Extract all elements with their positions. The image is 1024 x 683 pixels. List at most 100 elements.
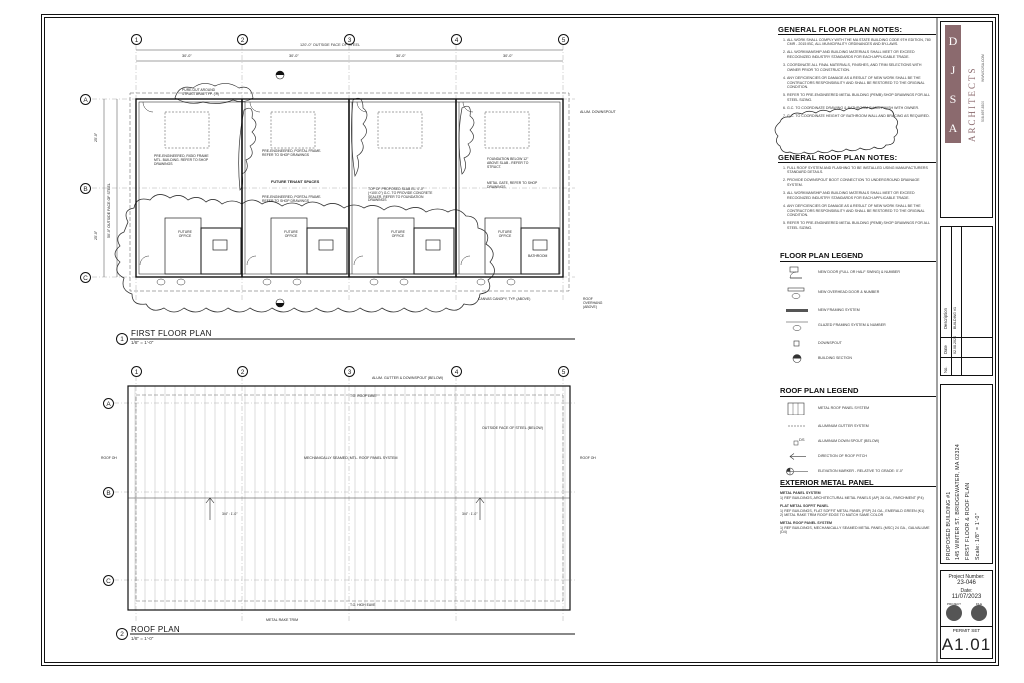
roof-pitch-arrows: [205, 497, 485, 520]
glazed-system-icon: [786, 321, 808, 331]
label-office-1: FUTURE OFFICE: [178, 230, 192, 238]
grid-bubble-col-2: 2: [237, 34, 248, 45]
project-number: 23-046: [957, 580, 976, 586]
door-tag-icon: [789, 266, 802, 279]
label-office-4: FUTURE OFFICE: [498, 230, 512, 238]
rev-col-date: [951, 227, 962, 375]
tree-cloud-bottom: [114, 194, 495, 313]
bay-dim-1: 30'-0": [182, 54, 192, 58]
roof-elev-oh-left: ROOF OH: [101, 456, 117, 460]
plan-number-1: 1: [116, 333, 128, 345]
file-stamp-icon: [971, 605, 987, 621]
roof-grid-bubble-col-3: 3: [344, 366, 355, 377]
metal-panel-section-2-item-1: 1) REF BUILDINGS, FLAT SOFFIT METAL PANE…: [780, 508, 925, 513]
note-slab: TOP OF PROPOSED SLAB EL. 0'-0" (+100'-0"…: [368, 187, 433, 203]
floor-note-6: G.C. TO COORDINATE DRAWING & BATHROOM SH…: [787, 106, 936, 111]
legend-row-glazed: GLAZED FRAMING SYSTEM & NUMBER: [780, 319, 936, 337]
tree-cloud-top: [174, 83, 254, 104]
roof-grid-bubble-row-c: C: [103, 575, 114, 586]
legend-label-downspout-below: ALUMINUM DOWN SPOUT (BELOW): [818, 439, 880, 443]
tree-cloud-right: [458, 105, 475, 175]
tree-cloud-mid: [351, 97, 368, 178]
label-future-tenant: FUTURE TENANT SPACES: [271, 180, 320, 184]
metal-panel-section-1-item-1: 1) REF BUILDINGS, ARCHITECTURAL METAL PA…: [780, 495, 924, 500]
roof-legend-title: ROOF PLAN LEGEND: [780, 386, 936, 397]
svg-text:DS: DS: [799, 437, 805, 442]
firm-block: D J S A ARCHITECTS WWW.DJSA.COM 508-697-…: [940, 21, 993, 218]
logo-letter-a: A: [948, 121, 958, 135]
sheet-info-divider: [941, 626, 992, 627]
note-metal-gate: METAL GATE, REFER TO SHOP DRAWINGS: [487, 181, 538, 189]
roof-note-rake: METAL RAKE TRIM: [266, 618, 299, 622]
roof-slope-left: 3/4" : 1'-0": [222, 512, 238, 516]
metal-panel-section-2-item-2: 2) METAL RAKE TRIM ROOF EDGE TO MATCH SA…: [780, 513, 884, 518]
metal-panel-section-1-title: METAL PANEL SYSTEM: [780, 491, 821, 496]
legend-label-roof-panel: METAL ROOF PANEL SYSTEM: [818, 406, 870, 410]
floor-building-walls: [135, 98, 564, 278]
floor-note-4: ANY DEFICIENCIES OR DAMAGE AS A RESULT O…: [787, 76, 936, 90]
general-floor-notes-title: GENERAL FLOOR PLAN NOTES:: [778, 26, 936, 35]
grid-bubble-col-1: 1: [131, 34, 142, 45]
note-canopy: CANVAS CANOPY, TYP. (ABOVE): [478, 297, 531, 301]
legend-label-pitch: DIRECTION OF ROOF PITCH: [818, 454, 867, 458]
roof-plan-legend: ROOF PLAN LEGEND METAL ROOF PANEL SYSTEM…: [780, 386, 936, 483]
grid-bubble-col-5: 5: [558, 34, 569, 45]
overhead-door-icon: [787, 287, 805, 299]
grid-bubble-row-b: B: [80, 183, 91, 194]
grid-bubble-row-a: A: [80, 94, 91, 105]
note-portal-frame-1: PRE-ENGINEERED, PORTAL FRAME. REFER TO S…: [262, 149, 322, 157]
general-roof-notes: GENERAL ROOF PLAN NOTES: FULL ROOF SYSTE…: [778, 154, 936, 234]
roof-panel-icon: [787, 402, 805, 415]
grid-bubble-col-3: 3: [344, 34, 355, 45]
note-foundation: FOUNDATION BELOW 12" ABOVE SLAB - REFER …: [487, 157, 529, 169]
note-rigid-frame: PRE-ENGINEERED, RIGID FRAME MTL. BUILDIN…: [154, 154, 209, 166]
roof-grid-bubble-col-1: 1: [131, 366, 142, 377]
revision-cloud: [774, 106, 898, 155]
date-label: Date:: [960, 588, 973, 594]
project-number-label: Project Number:: [948, 574, 985, 580]
rev-divider-2: [941, 357, 992, 358]
roof-note-4: ANY DEFICIENCIES OR DAMAGE AS A RESULT O…: [787, 204, 936, 218]
roof-elev-oh-right: ROOF OH: [580, 456, 596, 460]
logo-letter-s: S: [949, 92, 957, 106]
sheet-border-inner: [44, 17, 996, 663]
roof-elev-high: T.O. HIGH EAVE: [350, 603, 376, 607]
side-dim-2: 50'-0" OUTSIDE FACE OF STEEL: [107, 183, 111, 238]
general-roof-notes-title: GENERAL ROOF PLAN NOTES:: [778, 154, 936, 163]
project-address: 145 WINTER ST. BRIDGEWATER, MA 02324: [955, 443, 961, 560]
floor-note-1: ALL WORK SHALL COMPLY WITH THE MA STATE …: [787, 38, 936, 47]
roof-plan-title: ROOF PLAN: [131, 625, 180, 634]
note-roof-overhang: ROOF OVERHANG (ABOVE): [583, 297, 603, 309]
roof-note-5: REFER TO PRE-ENGINEERED METAL BUILDING (…: [787, 221, 936, 230]
exterior-metal-panel: EXTERIOR METAL PANEL METAL PANEL SYSTEM …: [780, 478, 936, 535]
drawing-title: FIRST FLOOR & ROOF PLAN: [965, 482, 971, 560]
legend-row-section: BUILDING SECTION: [780, 352, 936, 367]
legend-row-door: NEW DOOR (FULL OR HALF SWING) & NUMBER: [780, 266, 936, 286]
roof-grid-bubble-col-2: 2: [237, 366, 248, 377]
section-markers: [275, 70, 285, 308]
framing-icon: [786, 309, 808, 312]
section-icon: [792, 354, 802, 363]
label-bathroom: BATHROOM: [528, 254, 548, 258]
legend-row-pitch: DIRECTION OF ROOF PITCH: [780, 450, 936, 465]
legend-label-door: NEW DOOR (FULL OR HALF SWING) & NUMBER: [818, 270, 900, 274]
firm-phone: 508-697-8300: [981, 100, 985, 122]
legend-label-section: BUILDING SECTION: [818, 356, 852, 360]
floor-note-3: COORDINATE ALL FINAL MATERIALS, FINISHES…: [787, 63, 936, 72]
legend-label-downspout: DOWNSPOUT: [818, 341, 842, 345]
project-title-block: PROPOSED BUILDING #1 145 WINTER ST. BRID…: [940, 384, 993, 564]
roof-plan-scale: 1/8" = 1'-0": [131, 636, 154, 641]
plan-number-2: 2: [116, 628, 128, 640]
label-office-2: FUTURE OFFICE: [284, 230, 298, 238]
sheet-number: A1.01: [941, 635, 992, 654]
legend-label-ohd: NEW OVERHEAD DOOR & NUMBER: [818, 290, 880, 294]
metal-panel-section-2-title: FLAT METAL SOFFIT PANEL: [780, 504, 829, 509]
legend-row-roof-panel: METAL ROOF PANEL SYSTEM: [780, 402, 936, 420]
elevation-marker-icon: [786, 467, 808, 476]
roof-note-panel: MECHANICALLY SEAMED, MTL. ROOF PANEL SYS…: [304, 456, 398, 460]
overhead-doors: [164, 111, 530, 149]
tree-cloud-left: [238, 107, 257, 191]
floor-plan-legend: FLOOR PLAN LEGEND NEW DOOR (FULL OR HALF…: [780, 251, 936, 367]
roof-grid-bubble-col-5: 5: [558, 366, 569, 377]
